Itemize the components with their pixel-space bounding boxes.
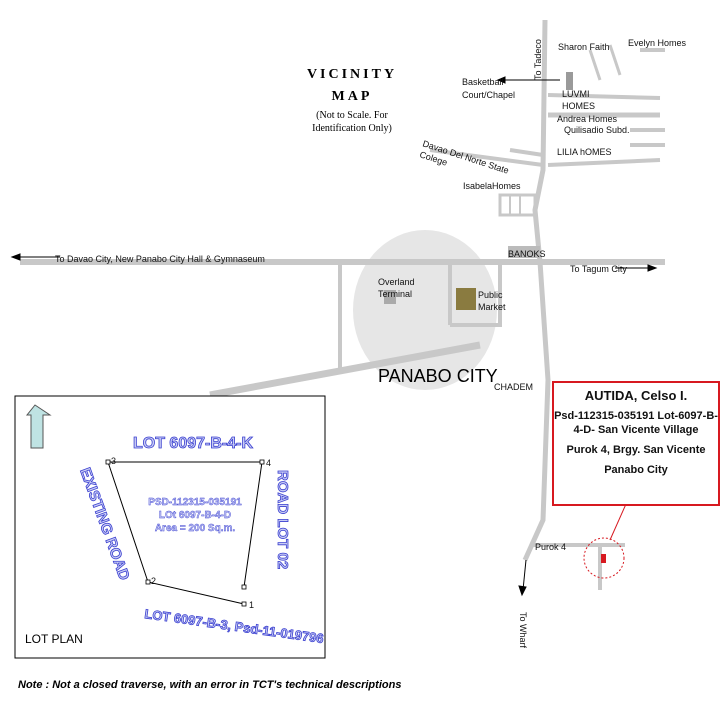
label-market-2: Market	[478, 302, 506, 312]
label-purok4: Purok 4	[535, 542, 566, 552]
label-chapel: Court/Chapel	[462, 90, 515, 100]
corner-2: 2	[151, 576, 156, 586]
map-title-2: MAP	[332, 89, 373, 104]
label-andrea: Andrea Homes	[557, 114, 618, 124]
arrows	[10, 76, 658, 597]
label-isabela: IsabelaHomes	[463, 181, 521, 191]
north-boundary: LOT 6097-B-4-K	[133, 435, 253, 452]
owner-info-box: AUTIDA, Celso I. Psd-112315-035191 Lot-6…	[552, 381, 720, 506]
label-overland-2: Terminal	[378, 289, 412, 299]
label-basketball: Basketball	[462, 77, 504, 87]
corner-1: 1	[249, 600, 254, 610]
label-banoks: BANOKS	[508, 249, 546, 259]
label-luvmi-2: HOMES	[562, 101, 595, 111]
east-boundary: ROAD LOT 02	[274, 470, 291, 569]
map-subtitle-2: Identification Only)	[312, 123, 392, 134]
owner-name: AUTIDA, Celso I.	[584, 388, 688, 403]
note: Note : Not a closed traverse, with an er…	[18, 679, 402, 691]
label-tadeco: To Tadeco	[533, 39, 543, 80]
label-chadem: CHADEM	[494, 382, 533, 392]
corner-4: 4	[266, 458, 271, 468]
corner-3: 3	[111, 456, 116, 466]
label-luvmi: LUVMI	[562, 89, 590, 99]
lot-psd: PSD-112315-035191	[148, 497, 242, 508]
subject-site-marker	[583, 537, 625, 579]
label-davao: To Davao City, New Panabo City Hall & Gy…	[55, 254, 265, 264]
label-overland: Overland	[378, 277, 415, 287]
label-sharon: Sharon Faith	[558, 42, 610, 52]
owner-address: Purok 4, Brgy. San Vicente	[566, 444, 706, 456]
lot-plan: 1 2 3 4 LOT 6097-B-4-K ROAD LOT 02 EXIST…	[14, 395, 326, 659]
lot-area: Area = 200 Sq.m.	[155, 523, 236, 534]
lot-plan-title: LOT PLAN	[25, 632, 83, 646]
label-wharf: To Wharf	[518, 612, 528, 649]
map-subtitle: (Not to Scale. For	[316, 110, 388, 121]
lot-number: LOt 6097-B-4-D	[159, 510, 231, 521]
owner-lot: Psd-112315-035191 Lot-6097-B-4-D- San Vi…	[554, 410, 718, 436]
label-quilisadio: Quilisadio Subd.	[564, 125, 630, 135]
label-tagum: To Tagum City	[570, 264, 627, 274]
label-evelyn: Evelyn Homes	[628, 38, 687, 48]
label-panabo: PANABO CITY	[378, 366, 498, 386]
label-lilia: LILIA hOMES	[557, 147, 612, 157]
owner-city: Panabo City	[604, 464, 668, 476]
map-title: VICINITY	[307, 67, 397, 82]
label-market: Public	[478, 290, 503, 300]
roads	[20, 19, 665, 590]
north-arrow-icon	[25, 404, 52, 449]
